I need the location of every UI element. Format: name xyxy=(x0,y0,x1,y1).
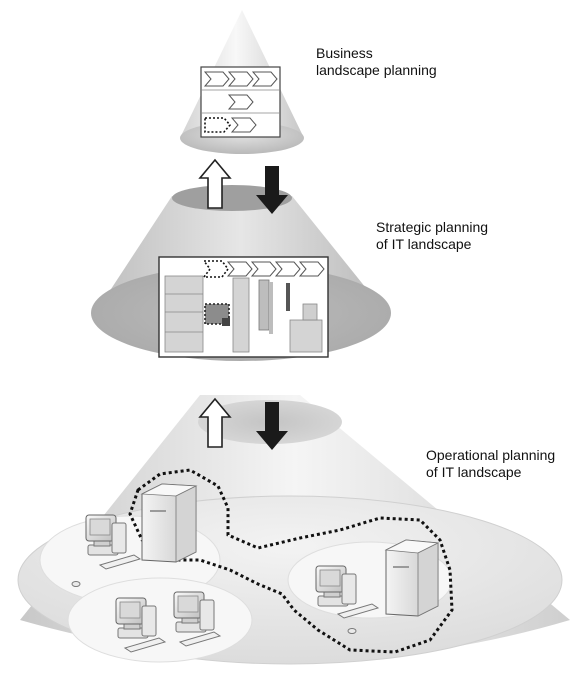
operational-planning-label-line1: Operational planning xyxy=(426,447,556,463)
server-icon xyxy=(140,483,198,563)
business-planning-label-line1: Business xyxy=(316,45,373,61)
process-chevron-icon xyxy=(204,71,278,133)
strategic-planning-label: Strategic planning of IT landscape xyxy=(376,219,488,253)
business-planning-label-line2: landscape planning xyxy=(316,62,437,78)
server-icon xyxy=(384,539,440,617)
business-planning-label: Business landscape planning xyxy=(316,45,437,79)
operational-planning-label-line2: of IT landscape xyxy=(426,464,522,480)
business-process-map xyxy=(200,66,281,138)
operational-planning-label: Operational planning of IT landscape xyxy=(426,447,555,481)
process-chevron-icon xyxy=(202,260,325,278)
mouse-icon xyxy=(71,581,81,587)
mouse-icon xyxy=(347,628,357,634)
strategic-planning-label-line1: Strategic planning xyxy=(376,219,489,235)
system-group-outline xyxy=(128,468,454,654)
strategic-planning-label-line2: of IT landscape xyxy=(376,236,472,252)
